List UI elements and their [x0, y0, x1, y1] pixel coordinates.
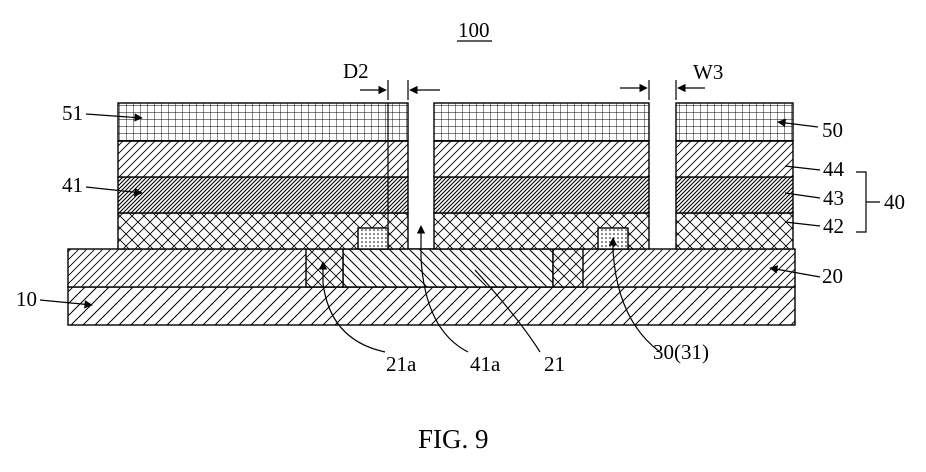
label-41a: 41a — [470, 352, 501, 376]
layer-10-substrate — [68, 287, 795, 325]
label-21a: 21a — [386, 352, 417, 376]
bracket-40 — [856, 172, 880, 232]
via-21a-right — [553, 249, 583, 287]
stack-left — [118, 103, 408, 249]
label-43: 43 — [823, 186, 844, 210]
label-44: 44 — [823, 157, 845, 181]
label-50: 50 — [822, 118, 843, 142]
figure-ref-number: 100 — [458, 18, 490, 42]
label-40: 40 — [884, 190, 905, 214]
label-w3: W3 — [693, 60, 723, 84]
label-21: 21 — [544, 352, 565, 376]
label-20: 20 — [822, 264, 843, 288]
label-10: 10 — [16, 287, 37, 311]
label-51: 51 — [62, 101, 83, 125]
label-d2: D2 — [343, 59, 369, 83]
stack-middle — [434, 103, 649, 249]
label-41: 41 — [62, 173, 83, 197]
label-30-31: 30(31) — [653, 340, 709, 364]
stack-right — [676, 103, 793, 249]
label-42: 42 — [823, 214, 844, 238]
via-21a-left — [306, 249, 343, 287]
figure-caption: FIG. 9 — [418, 424, 489, 454]
region-21 — [343, 249, 553, 287]
pad-30-left — [358, 228, 388, 249]
